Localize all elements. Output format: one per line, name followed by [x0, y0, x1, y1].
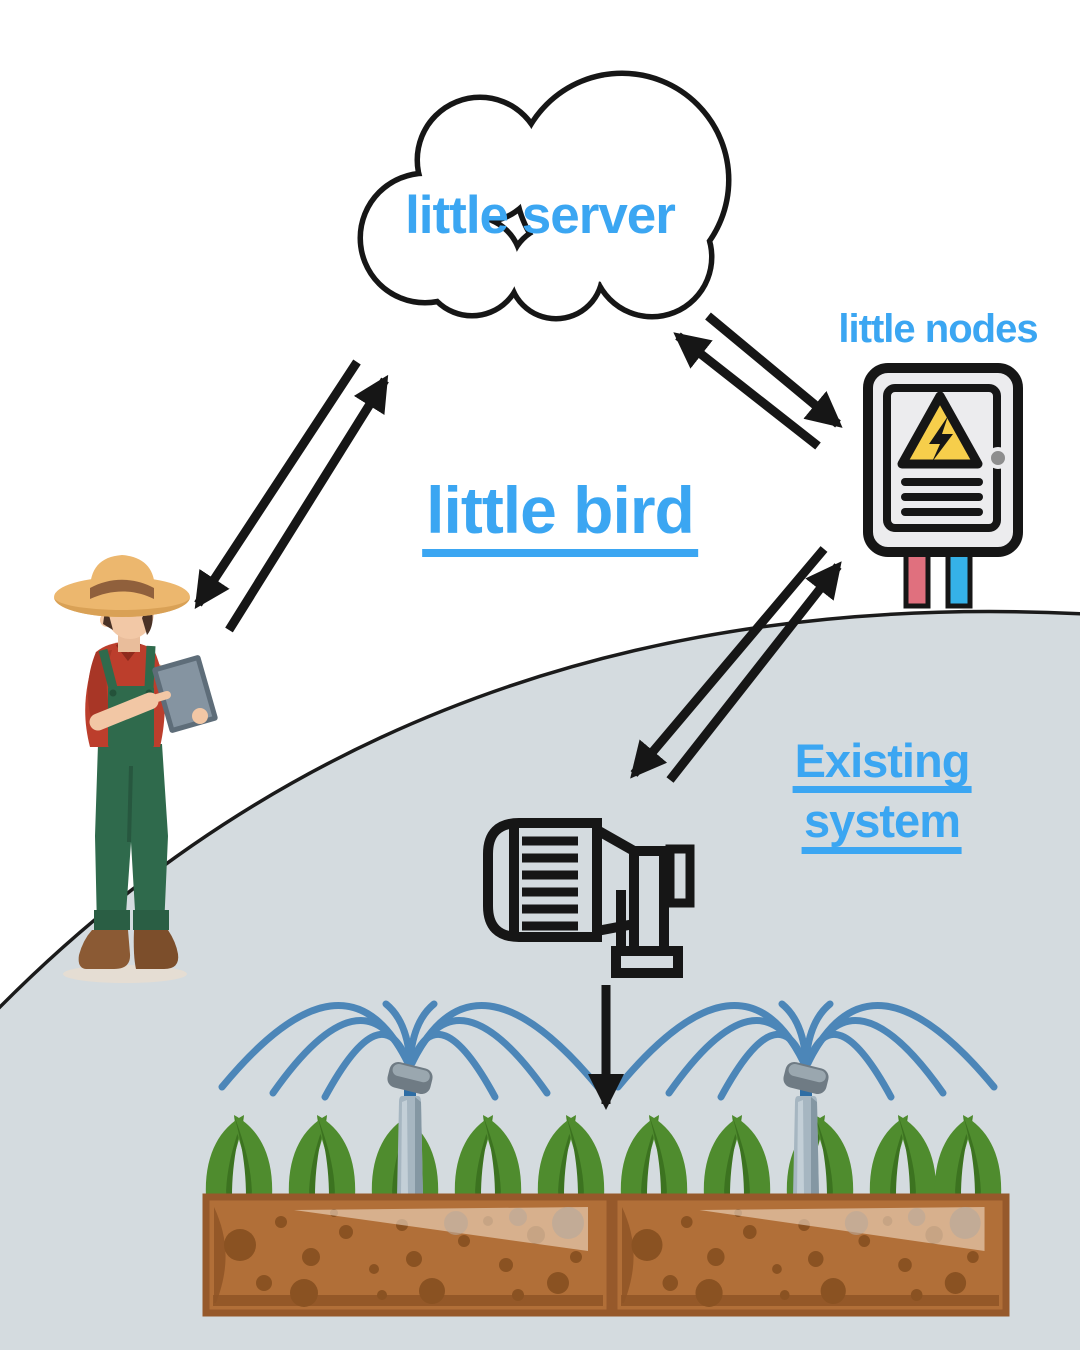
existing-line1: Existing	[792, 736, 972, 794]
connection-arrows	[194, 312, 843, 783]
pump-icon	[483, 818, 695, 978]
arrow-server-to-nodes	[705, 312, 843, 428]
arrow-nodes-to-pump	[630, 546, 828, 779]
soil-icon	[610, 1193, 1010, 1317]
existing-system-label: Existing system	[792, 736, 972, 857]
arrow-server-to-farmer	[194, 359, 361, 610]
existing-line2: system	[801, 796, 962, 854]
arrow-pump-to-nodes	[666, 561, 842, 783]
arrow-farmer-to-server	[225, 374, 389, 633]
door-knob	[987, 447, 1009, 469]
fuse-box-icon	[863, 363, 1023, 609]
title-text: little bird	[422, 475, 698, 558]
nodes-label: little nodes	[838, 307, 1038, 351]
title-label: little bird	[422, 475, 698, 558]
arrow-nodes-to-server	[673, 332, 821, 450]
server-label: little server	[405, 186, 676, 245]
farmer-hat	[54, 555, 190, 617]
soil-icon	[202, 1193, 614, 1317]
cloud-icon	[357, 70, 732, 322]
lightning-bolt-icon	[929, 416, 953, 462]
farmer-illustration	[54, 555, 218, 983]
